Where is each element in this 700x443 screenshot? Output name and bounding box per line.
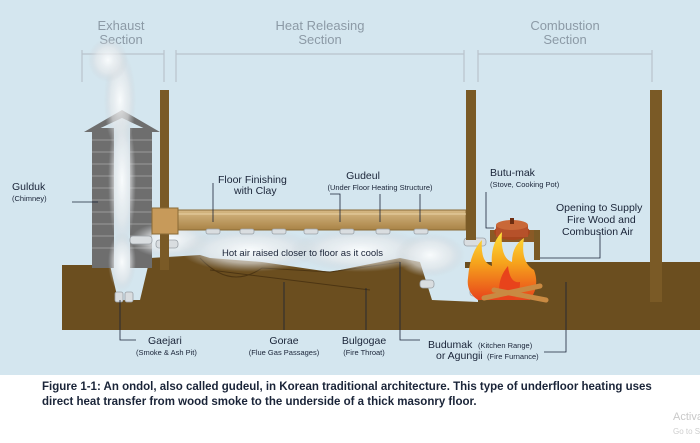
opening-label-2: Fire Wood and	[567, 214, 636, 226]
gaejari-sublabel: (Smoke & Ash Pit)	[136, 348, 197, 357]
opening-label: Opening to Supply	[556, 202, 643, 214]
heat-releasing-section-subtitle: Section	[298, 32, 341, 47]
smoke-plume	[88, 38, 465, 292]
exhaust-section-title: Exhaust	[98, 18, 145, 33]
gorae-label: Gorae	[269, 335, 298, 347]
activation-watermark-subtext: Go to Se	[673, 427, 700, 436]
gorae-sublabel: (Flue Gas Passages)	[249, 348, 320, 357]
gulduk-label: Gulduk	[12, 181, 46, 193]
fire-flames	[467, 232, 549, 303]
opening-label-3: Combustion Air	[562, 226, 634, 238]
left-wall-block	[151, 207, 179, 235]
butu-mak-label: Butu-mak	[490, 167, 536, 179]
heat-releasing-section-title: Heat Releasing	[276, 18, 365, 33]
figure-caption: Figure 1-1: An ondol, also called gudeul…	[42, 381, 652, 408]
budumak-label: Budumak	[428, 339, 473, 351]
activation-watermark: Activa	[673, 411, 700, 423]
gulduk-sublabel: (Chimney)	[12, 194, 47, 203]
floor-slab	[175, 209, 467, 231]
floor-finishing-label-2: with Clay	[233, 185, 277, 197]
heat-releasing-section-bracket	[175, 50, 465, 82]
floor-finishing-label: Floor Finishing	[218, 174, 287, 186]
gaejari-label: Gaejari	[148, 335, 182, 347]
diagram-area: Exhaust Section Heat Releasing Section C…	[0, 0, 700, 375]
gorae-ridge-line	[209, 269, 371, 291]
bulgogae-sublabel: (Fire Throat)	[343, 348, 385, 357]
bulgogae-label: Bulgogae	[342, 335, 387, 347]
butu-mak-sublabel: (Stove, Cooking Pot)	[490, 180, 560, 189]
right-wall-post	[650, 90, 662, 302]
combustion-section-title: Combustion	[530, 18, 599, 33]
hot-air-label: Hot air raised closer to floor as it coo…	[222, 248, 383, 259]
ondol-diagram: Exhaust Section Heat Releasing Section C…	[12, 18, 700, 362]
gudeul-sublabel: (Under Floor Heating Structure)	[327, 183, 433, 192]
agungii-label: or Agungii	[436, 350, 483, 362]
agungii-sublabel: (Fire Furnance)	[487, 352, 539, 361]
center-wall-post	[466, 90, 476, 240]
gudeul-label: Gudeul	[346, 170, 380, 182]
budumak-sublabel: (Kitchen Range)	[478, 341, 533, 350]
combustion-section-bracket	[477, 50, 653, 82]
left-wall-post	[160, 90, 169, 270]
combustion-section-subtitle: Section	[543, 32, 586, 47]
leader-lines	[72, 183, 601, 353]
